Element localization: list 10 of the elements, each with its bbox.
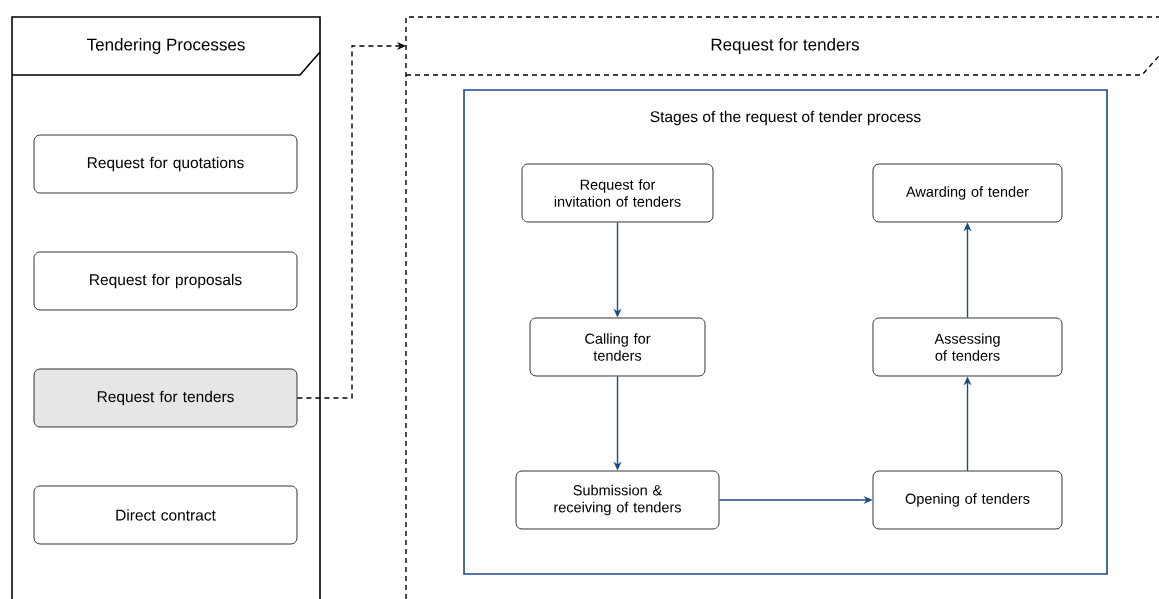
process-box: Calling for tenders [529,317,706,377]
process-box: Direct contract [33,485,298,545]
process-box: Request for proposals [33,251,298,311]
process-box: Awarding of tender [872,163,1063,223]
process-box: Assessing of tenders [872,317,1063,377]
process-box: Submission & receiving of tenders [515,470,720,530]
process-box: Request for invitation of tenders [521,163,714,223]
process-box: Request for tenders [33,368,298,428]
process-box: Opening of tenders [872,470,1063,530]
process-box: Request for quotations [33,134,298,194]
